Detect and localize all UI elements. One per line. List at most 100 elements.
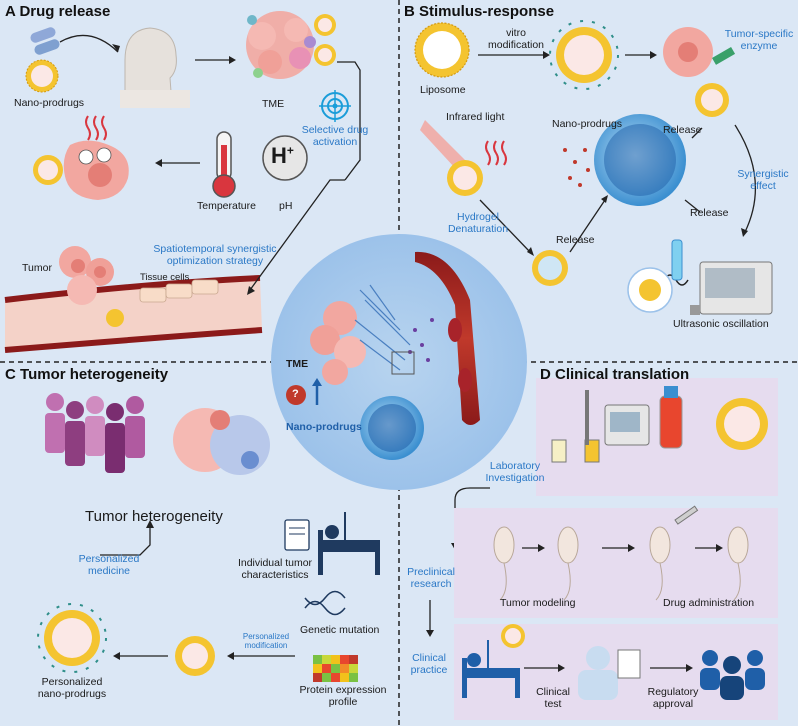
heat-waves-icon [85, 115, 107, 141]
tumor-cells-a [59, 246, 114, 305]
tme-cluster [246, 11, 316, 79]
label-spatiotemporal: Spatiotemporal synergistic optimization … [150, 243, 280, 267]
arrow-release-3 [569, 199, 606, 253]
label-tumor-enzyme: Tumor-specific enzyme [720, 28, 798, 52]
label-hydrogel: Hydrogel Denaturation [442, 211, 514, 235]
label-ctest-line1: Clinical [536, 686, 570, 698]
label-clinical-line1: Clinical [412, 652, 446, 664]
label-liposome: Liposome [420, 84, 466, 96]
liposome-d-small [501, 624, 525, 648]
label-regulatory-line2: approval [652, 698, 694, 710]
panel-b-title-text: Stimulus-response [419, 3, 555, 20]
label-spatio-line2: optimization strategy [166, 255, 264, 267]
label-regulatory: Regulatory approval [640, 686, 706, 710]
target-icon [319, 90, 351, 122]
label-individual-line1: Individual tumor [237, 557, 313, 569]
label-tme-a: TME [262, 98, 285, 110]
liposome-c-personal [37, 603, 107, 673]
label-pnp-line1: Personalized [41, 676, 103, 688]
label-pmed-line2: medicine [87, 565, 131, 577]
label-clinical-test: Clinical test [530, 686, 576, 710]
mouse-icon-2 [557, 526, 579, 601]
liposome-d [716, 398, 768, 450]
spatio-arrow [249, 179, 345, 291]
center-tumor-cells [310, 301, 366, 385]
pill-capsule-icon [30, 27, 60, 55]
label-ctest-line2: test [544, 698, 562, 710]
panel-c-title-text: Tumor heterogeneity [20, 366, 169, 383]
label-hydrogel-line2: Denaturation [447, 223, 509, 235]
label-personalized-medicine: Personalized medicine [74, 553, 144, 577]
label-preclinical: Preclinical research [402, 566, 460, 590]
ultrasound-device-icon [639, 261, 773, 315]
syringe-icon [674, 505, 699, 525]
test-tube-icon [671, 239, 683, 281]
label-pmod-line1: Personalized [242, 632, 290, 641]
arrow-lab-to-preclinical [454, 487, 490, 545]
thermometer-icon [212, 131, 236, 198]
label-regulatory-line1: Regulatory [647, 686, 699, 698]
hospital-bed-icon [318, 512, 380, 575]
panel-a-title-text: Drug release [19, 3, 111, 20]
label-vitro-line2: modification [487, 39, 545, 51]
panel-c-title: C Tumor heterogeneity [5, 366, 168, 383]
center-collagen-fibers [354, 284, 411, 371]
tumor-cell-a [33, 140, 129, 200]
label-tumor-heterogeneity: Tumor heterogeneity [85, 508, 223, 525]
label-clinical-practice: Clinical practice [404, 652, 454, 676]
arrow-tme-down [337, 61, 361, 181]
label-laboratory: Laboratory Investigation [482, 460, 548, 484]
label-lab-line1: Laboratory [489, 460, 541, 472]
label-hydrogel-line1: Hydrogel [456, 211, 500, 223]
label-genetic-mutation: Genetic mutation [300, 624, 380, 636]
label-nano-prodrugs-b: Nano-prodrugs [552, 118, 623, 130]
label-selective-line1: Selective drug [301, 124, 369, 136]
label-pmed-line1: Personalized [78, 553, 140, 565]
bioreactor-icon [551, 390, 650, 463]
nanoprodrug-sphere-b [594, 114, 686, 206]
label-selective-activation: Selective drug activation [295, 124, 375, 148]
arrow-release-2 [684, 199, 701, 213]
tissue-cells [139, 279, 219, 303]
center-blood-vessel [415, 251, 480, 425]
ultrasound-zoom [627, 267, 673, 313]
mouse-icon-3 [649, 526, 671, 601]
label-nano-prodrugs-a: Nano-prodrugs [14, 97, 85, 109]
clipboard-icon [284, 519, 310, 551]
label-release-1: Release [663, 124, 702, 136]
infrared-light [420, 120, 507, 196]
mouse-icon-1 [493, 526, 515, 601]
hydrogel-arrow [479, 199, 531, 253]
label-synergistic-line1: Synergistic [737, 168, 789, 180]
label-release-3: Release [556, 234, 595, 246]
label-pnp-line2: nano-prodrugs [37, 688, 107, 700]
liposome-c-mid [175, 636, 215, 676]
label-personalized-nanoprodrugs: Personalized nano-prodrugs [30, 676, 114, 700]
label-clinical-line2: practice [410, 664, 448, 676]
center-drug-particles [408, 318, 434, 362]
hospital-bed-icon-d [462, 640, 520, 698]
label-synergistic-line2: effect [750, 180, 776, 192]
dna-icon [304, 590, 346, 616]
released-drug-b [563, 148, 590, 187]
people-group-icon [45, 393, 145, 473]
liposome-small-a1 [314, 14, 336, 36]
label-individual-line2: characteristics [241, 569, 309, 581]
panel-b-letter: B [404, 3, 415, 20]
heterogeneous-tumor [173, 408, 270, 475]
synergistic-arrow [734, 124, 756, 233]
hydrogel-liposome [532, 250, 568, 286]
personalized-medicine-arrow [100, 525, 151, 556]
label-protein-expression: Protein expression profile [296, 684, 390, 708]
center-zoom-box [391, 351, 415, 375]
arrow-release-1 [691, 127, 703, 139]
label-spatio-line1: Spatiotemporal synergistic [153, 243, 277, 255]
panel-a-title: A Drug release [5, 3, 110, 20]
label-synergistic: Synergistic effect [733, 168, 793, 192]
liposome-b-enzyme [695, 83, 729, 117]
label-infrared: Infrared light [446, 111, 505, 123]
question-badge [286, 385, 306, 405]
liposome-small-a2 [314, 44, 336, 66]
label-tissue-cells: Tissue cells [140, 272, 190, 283]
